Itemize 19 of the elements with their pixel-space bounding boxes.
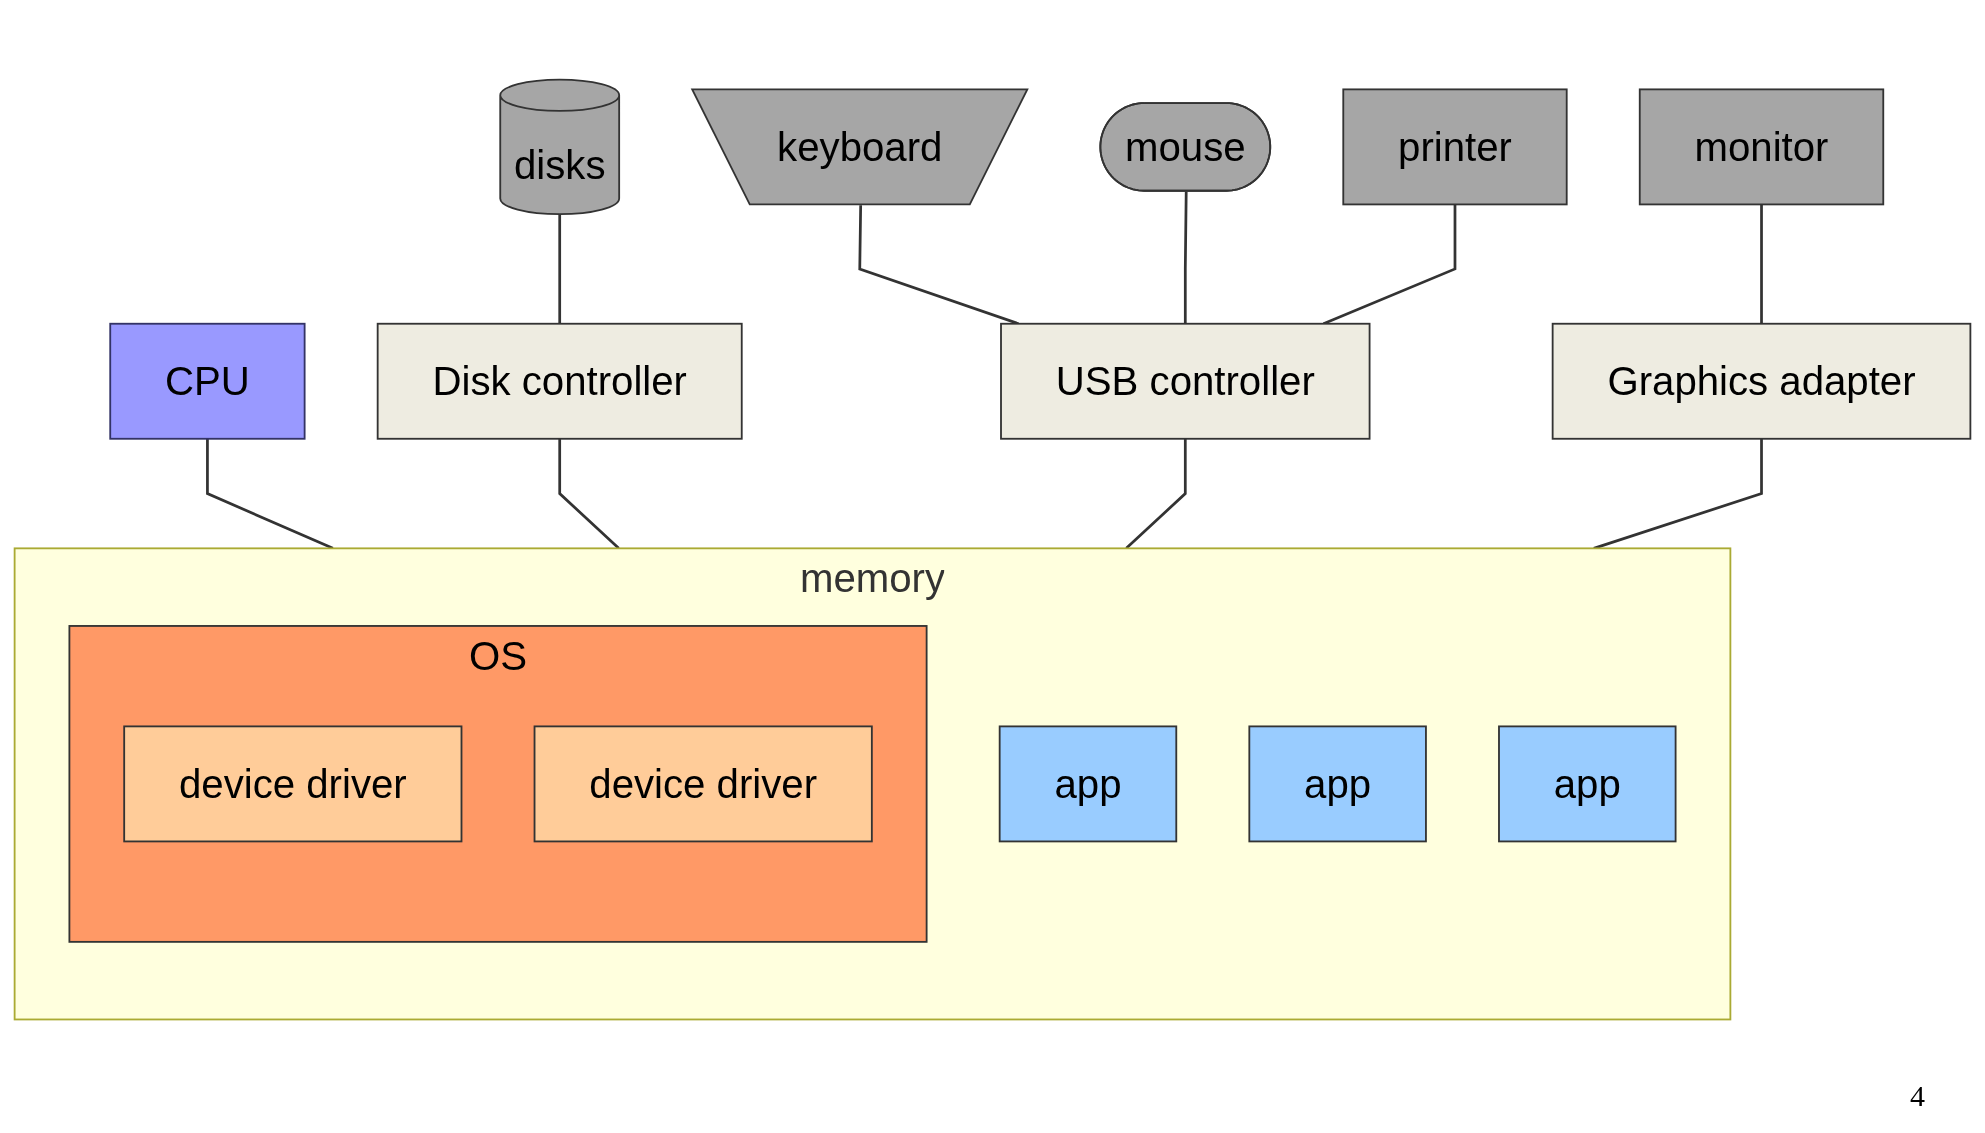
- node-box: app: [998, 725, 1178, 843]
- node-box: app: [1498, 725, 1677, 843]
- connector: [558, 439, 620, 550]
- connector: [1183, 192, 1188, 325]
- node-box: Graphics adapter: [1551, 323, 1972, 441]
- node-box: printer: [1342, 88, 1568, 206]
- node-box: monitor: [1638, 88, 1885, 206]
- node-box: device driver: [123, 725, 463, 843]
- connector: [858, 205, 1019, 326]
- node-box: app: [1248, 725, 1427, 843]
- node-box: USB controller: [1000, 323, 1371, 441]
- page-number: 4: [1910, 1079, 1925, 1113]
- connector: [1125, 439, 1187, 550]
- connector: [1760, 204, 1763, 325]
- connector: [1322, 204, 1457, 326]
- node-box: device driver: [533, 725, 873, 843]
- node-box: Disk controller: [376, 323, 743, 441]
- node-box: CPU: [109, 323, 306, 441]
- connector: [558, 214, 562, 325]
